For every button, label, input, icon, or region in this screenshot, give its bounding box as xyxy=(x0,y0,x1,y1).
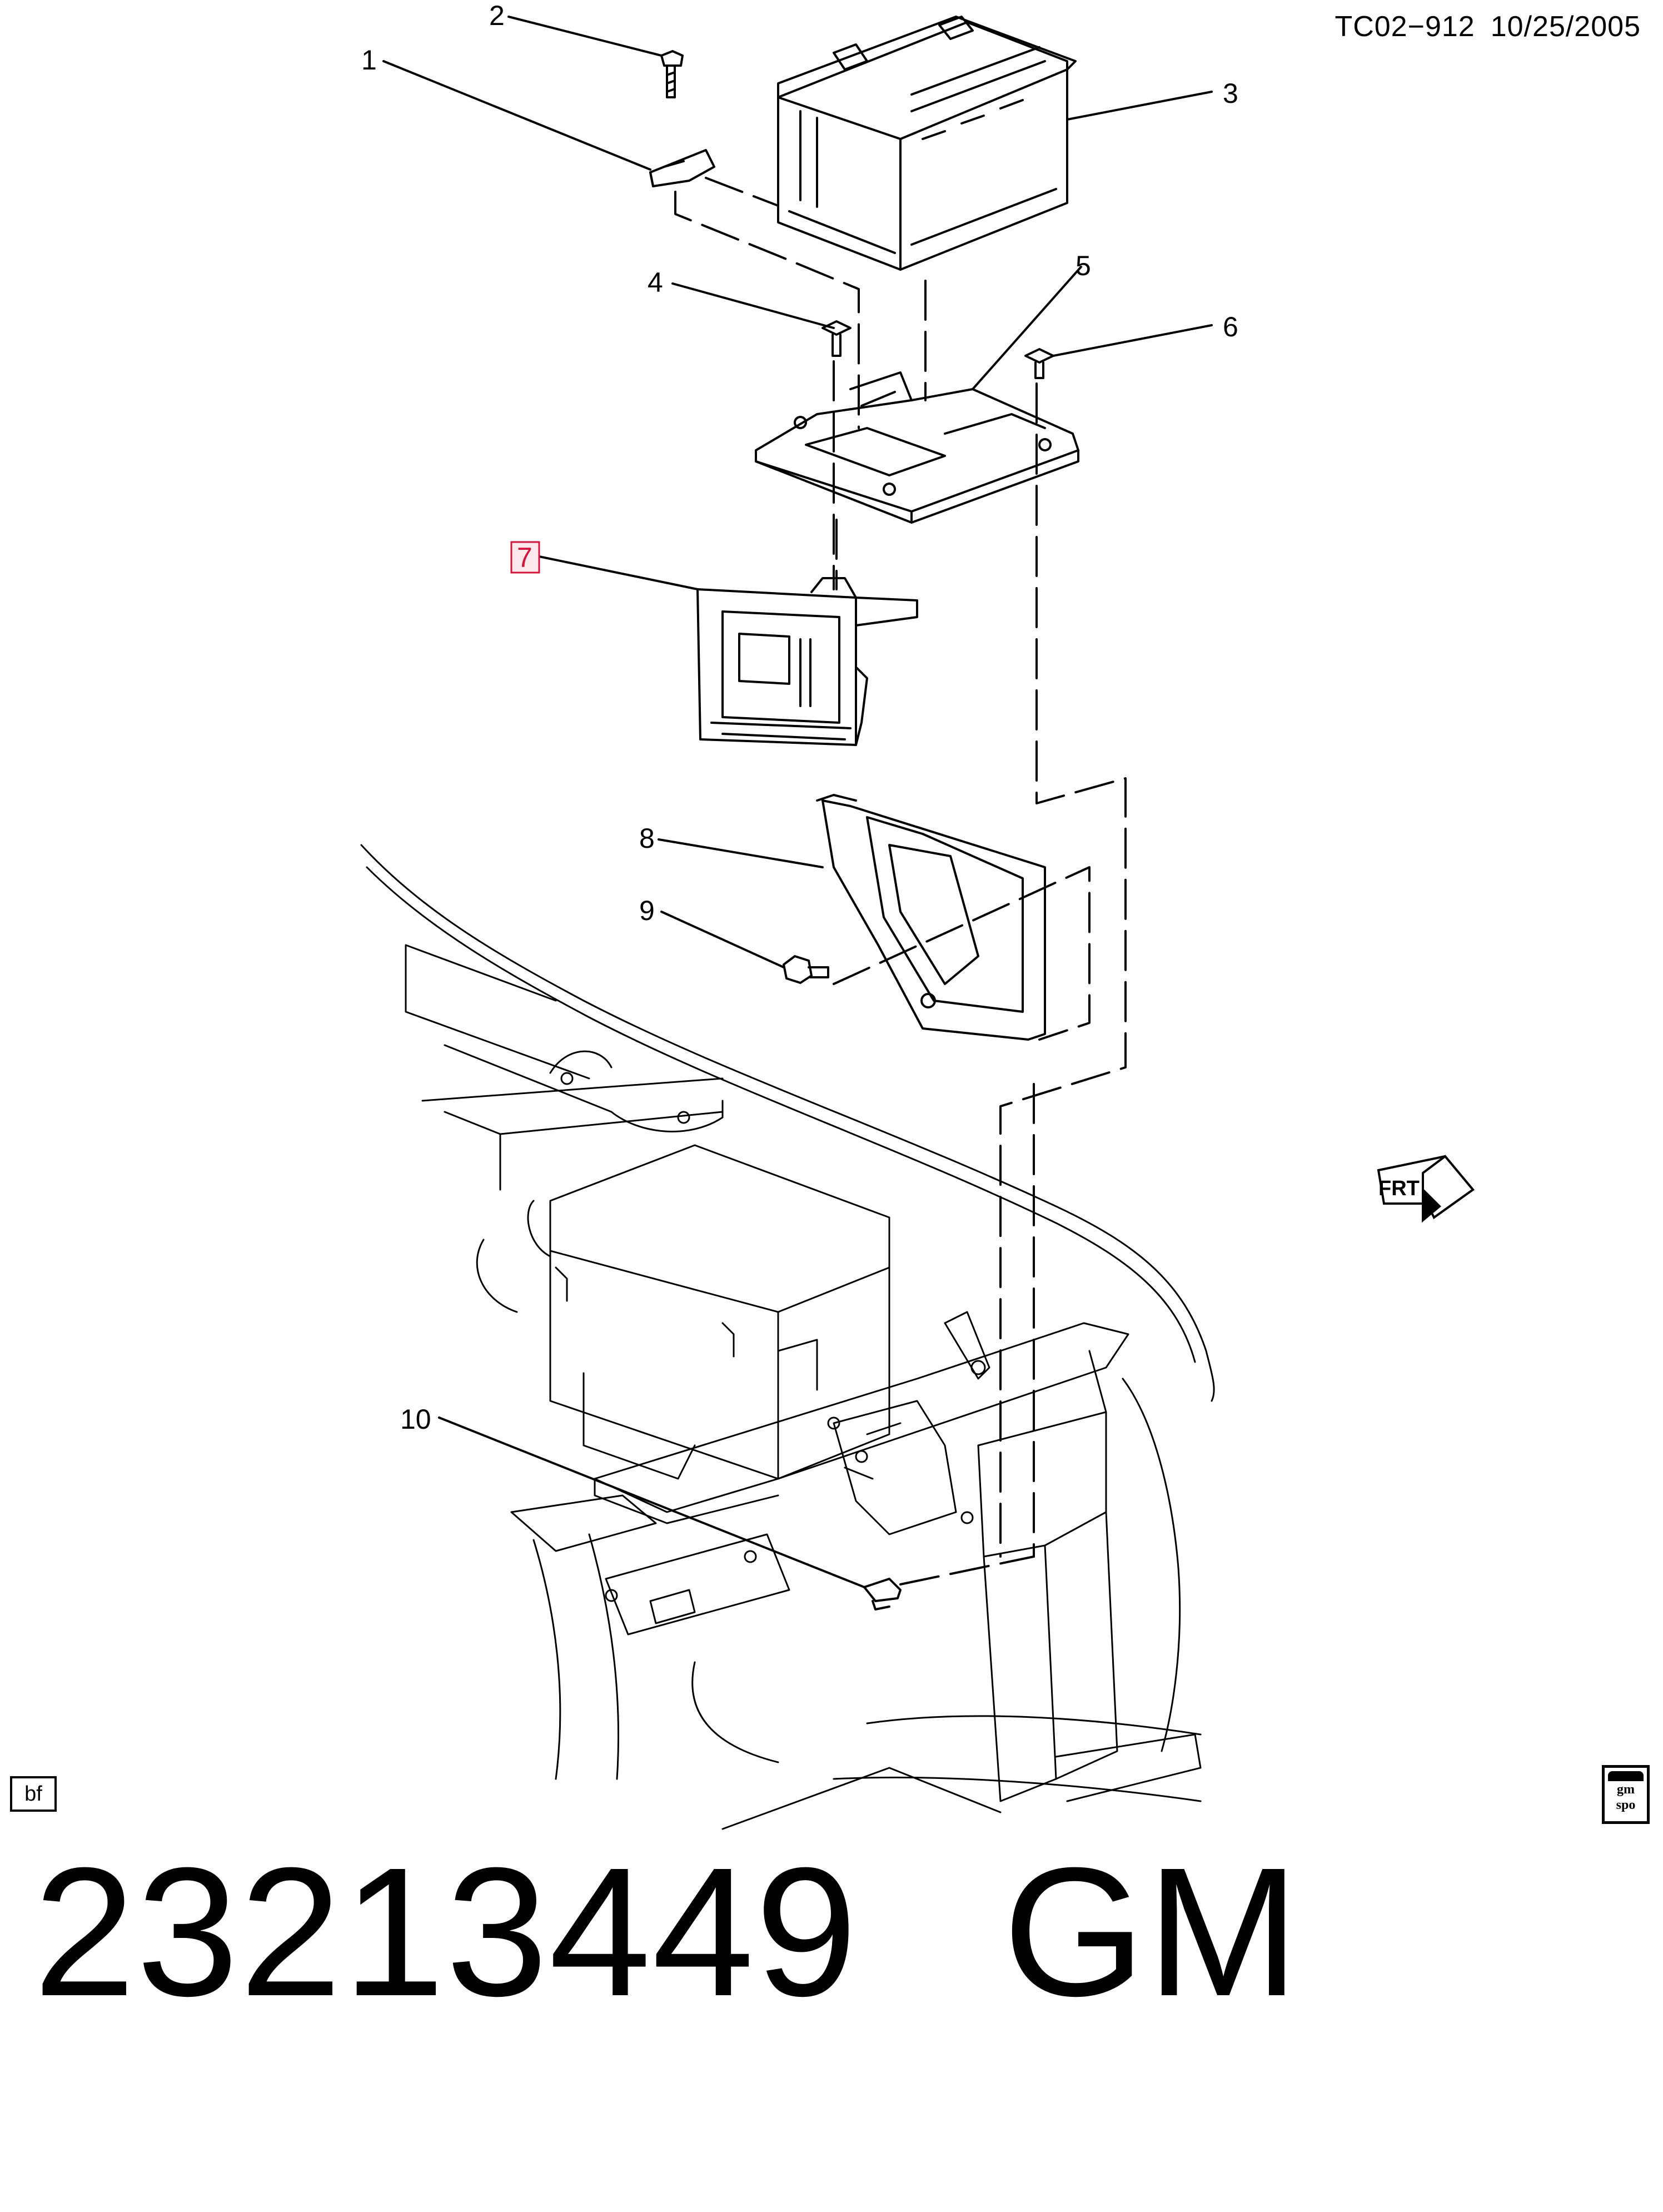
callout-1: 1 xyxy=(361,44,377,76)
callout-10: 10 xyxy=(400,1404,431,1435)
callout-2: 2 xyxy=(489,0,505,31)
diagram-date: 10/25/2005 xyxy=(1490,11,1641,43)
bf-badge: bf xyxy=(10,1776,57,1812)
logo-spo-text: spo xyxy=(1616,1798,1636,1812)
diagram-header: TC02−912 10/25/2005 xyxy=(1319,10,1641,43)
retaining-clip-part xyxy=(863,1578,902,1610)
callout-3: 3 xyxy=(1223,78,1238,109)
battery-bracket-part xyxy=(696,577,918,746)
callout-5: 5 xyxy=(1076,250,1091,281)
tray-screw-part-6 xyxy=(1024,348,1054,379)
vehicle-body-structure xyxy=(360,844,1215,1830)
battery-tray-part xyxy=(755,371,1079,524)
callout-7[interactable]: 7 xyxy=(517,542,532,573)
gm-spo-logo-icon: gm spo xyxy=(1602,1765,1650,1824)
leader-lines xyxy=(382,16,1213,1588)
clamp-bolt-part xyxy=(660,50,684,98)
support-bracket-part xyxy=(816,794,1046,1041)
callout-6: 6 xyxy=(1223,311,1238,342)
logo-gm-text: gm xyxy=(1617,1782,1635,1797)
logo-cap xyxy=(1608,1771,1644,1781)
part-number: 23213449 xyxy=(33,1829,859,2034)
front-arrow-icon: FRT xyxy=(1377,1155,1475,1223)
callout-8: 8 xyxy=(639,823,655,854)
tray-screw-part-4 xyxy=(821,320,852,357)
callout-9: 9 xyxy=(639,895,655,926)
hold-down-clamp-part xyxy=(649,149,715,187)
brand-name: GM xyxy=(1003,1829,1301,2034)
bracket-bolt-part xyxy=(783,955,829,984)
diagram-code: TC02−912 xyxy=(1335,11,1475,43)
battery-part xyxy=(777,16,1077,271)
front-arrow-label: FRT xyxy=(1378,1177,1420,1200)
callout-labels: 1 2 3 4 5 6 7 8 9 10 xyxy=(361,0,1238,1435)
alignment-lines xyxy=(674,177,1127,1585)
callout-7-highlight xyxy=(510,541,540,574)
callout-4: 4 xyxy=(648,267,663,298)
